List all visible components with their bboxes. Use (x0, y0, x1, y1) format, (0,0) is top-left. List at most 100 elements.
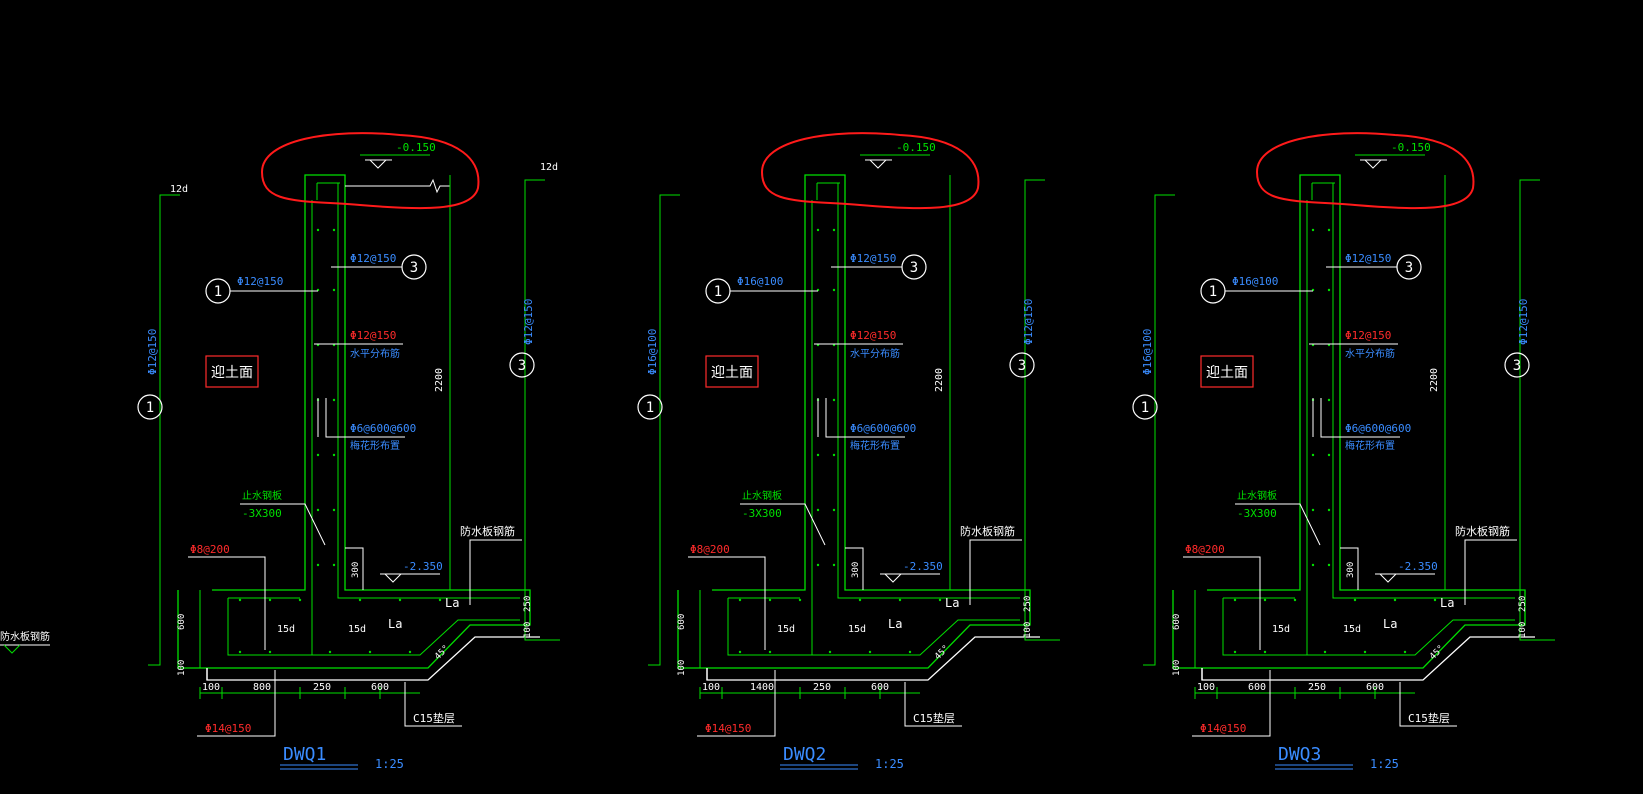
right-bar-callout: 3 (1504, 352, 1530, 378)
details-layer: -0.15012dΦ12@150112dΦ12@15031Φ12@1503Φ12… (137, 132, 1556, 771)
wall-bar-1-callout-number: 1 (714, 284, 722, 300)
bottom-dim-0: 100 (702, 682, 720, 693)
wall-bar-3-callout-number: 3 (1405, 260, 1413, 276)
bottom-dim-2: 250 (813, 682, 831, 693)
bottom-bar-label: Φ14@150 (1200, 722, 1246, 735)
waterstop-size: -3X300 (242, 507, 282, 520)
top-elevation-marker: -0.150 (1355, 141, 1431, 169)
dim-250: 250 (523, 596, 533, 612)
wall-bar-3-label: Φ12@150 (850, 252, 896, 265)
right-bar-callout: 3 (509, 352, 535, 378)
bottom-dim-2: 250 (1308, 682, 1326, 693)
markup-ellipse (1256, 132, 1475, 210)
anchorage-15d-b: 15d (848, 624, 866, 635)
edge-fragment: 防水板钢筋 (0, 630, 50, 654)
la-label-1: La (1440, 596, 1454, 610)
slab-bar-label: Φ8@200 (1185, 543, 1225, 556)
right-bar-callout-number: 3 (1018, 358, 1026, 374)
horizontal-bar-desc: 水平分布筋 (350, 347, 400, 360)
right-bar-top-text: 12d (540, 162, 558, 173)
bottom-dimension-chain: 100 600 250 600 (1194, 682, 1415, 699)
dim-300: 300 (851, 562, 861, 578)
detail-scale: 1:25 (375, 757, 404, 771)
top-elevation-text: -0.150 (396, 141, 436, 154)
left-bar-callout: 1 (1132, 394, 1158, 420)
left-bar-label: Φ16@100 (646, 329, 659, 375)
bottom-dimension-chain: 100 800 250 600 (199, 682, 420, 699)
edge-fragment-label: 防水板钢筋 (0, 630, 50, 643)
bottom-bar-label: Φ14@150 (205, 722, 251, 735)
anchorage-15d-a: 15d (777, 624, 795, 635)
slab-bar-label: Φ8@200 (690, 543, 730, 556)
height-dimension: 2200 (1429, 368, 1440, 392)
horizontal-bar-desc: 水平分布筋 (1345, 347, 1395, 360)
height-dimension: 2200 (934, 368, 945, 392)
left-bar-label: Φ16@100 (1141, 329, 1154, 375)
bottom-dim-0: 100 (1197, 682, 1215, 693)
height-dimension: 2200 (434, 368, 445, 392)
left-bar-callout-number: 1 (1141, 400, 1149, 416)
wall-bar-3-label: Φ12@150 (350, 252, 396, 265)
dim-100b: 100 (1172, 660, 1182, 676)
anchorage-15d-a: 15d (1272, 624, 1290, 635)
earth-face-label: 迎土面 (1200, 355, 1254, 388)
detail-scale: 1:25 (1370, 757, 1399, 771)
bottom-dim-2: 250 (313, 682, 331, 693)
anchorage-15d-b: 15d (348, 624, 366, 635)
earth-face-text: 迎土面 (211, 365, 253, 381)
detail-dwq2: -0.150Φ16@1001Φ12@15031Φ16@1003Φ12@150Φ1… (637, 132, 1061, 771)
horizontal-bar-label: Φ12@150 (350, 329, 396, 342)
dim-600: 600 (677, 614, 687, 630)
left-bar-callout: 1 (637, 394, 663, 420)
earth-face-label: 迎土面 (705, 355, 759, 388)
detail-title: DWQ3 (1278, 744, 1321, 765)
right-bar-label: Φ12@150 (522, 299, 535, 345)
la-label-2: La (888, 617, 902, 631)
tie-bar-desc: 梅花形布置 (350, 439, 400, 452)
dim-100b: 100 (677, 660, 687, 676)
dim-600: 600 (1172, 614, 1182, 630)
waterstop-title: 止水钢板 (242, 489, 282, 502)
la-label-1: La (445, 596, 459, 610)
dim-100: 100 (523, 622, 533, 638)
bottom-bar-label: Φ14@150 (705, 722, 751, 735)
bottom-dim-3: 600 (1366, 682, 1384, 693)
wall-bar-1-callout-number: 1 (214, 284, 222, 300)
bottom-elevation-text: -2.350 (1398, 560, 1438, 573)
top-elevation-marker: -0.150 (360, 141, 436, 169)
bottom-dim-3: 600 (371, 682, 389, 693)
top-elevation-text: -0.150 (896, 141, 936, 154)
anchorage-15d-b: 15d (1343, 624, 1361, 635)
right-bar-label: Φ12@150 (1517, 299, 1530, 345)
bottom-dim-1: 600 (1248, 682, 1266, 693)
right-bar-callout: 3 (1009, 352, 1035, 378)
wall-bar-3-callout-number: 3 (410, 260, 418, 276)
bottom-dim-0: 100 (202, 682, 220, 693)
slab-rebar-label: 防水板钢筋 (460, 524, 515, 538)
markup-ellipse (261, 132, 480, 210)
tie-bar-desc: 梅花形布置 (850, 439, 900, 452)
cushion-label: C15垫层 (413, 711, 455, 725)
dim-100b: 100 (177, 660, 187, 676)
bottom-elevation-text: -2.350 (903, 560, 943, 573)
earth-face-text: 迎土面 (711, 365, 753, 381)
bottom-dim-1: 1400 (750, 682, 774, 693)
wall-bar-1-callout-number: 1 (1209, 284, 1217, 300)
cushion-label: C15垫层 (913, 711, 955, 725)
detail-title: DWQ1 (283, 744, 326, 765)
left-bar-callout-number: 1 (146, 400, 154, 416)
la-label-2: La (388, 617, 402, 631)
waterstop-size: -3X300 (1237, 507, 1277, 520)
bottom-dim-1: 800 (253, 682, 271, 693)
dim-100: 100 (1023, 622, 1033, 638)
anchorage-15d-a: 15d (277, 624, 295, 635)
earth-face-label: 迎土面 (205, 355, 259, 388)
dim-100: 100 (1518, 622, 1528, 638)
top-elevation-marker: -0.150 (860, 141, 936, 169)
slab-rebar-label: 防水板钢筋 (960, 524, 1015, 538)
markup-ellipse (761, 132, 980, 210)
waterstop-title: 止水钢板 (1237, 489, 1277, 502)
